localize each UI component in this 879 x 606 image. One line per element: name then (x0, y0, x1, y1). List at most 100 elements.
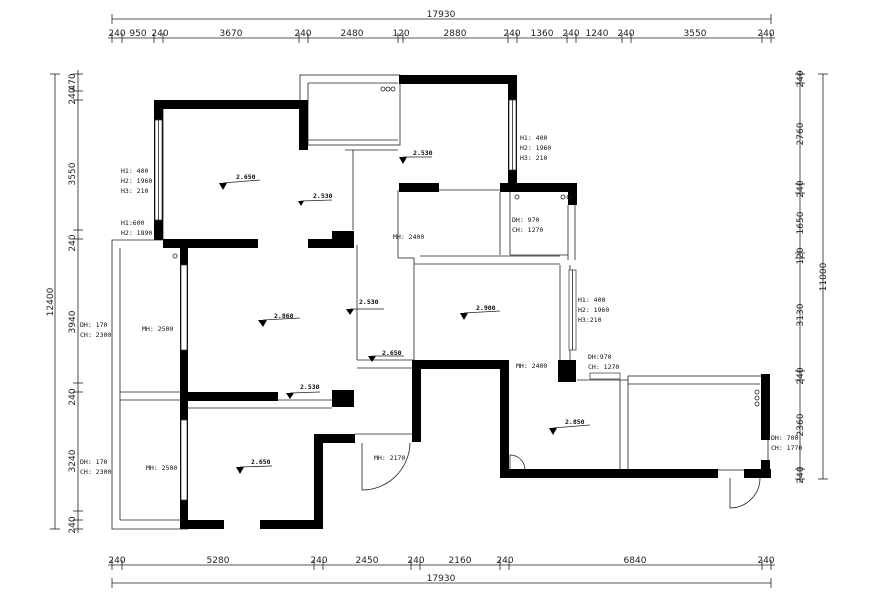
level-marker: 2.530 (399, 149, 433, 164)
right-dim-2: 2760 (796, 122, 806, 145)
note-ch: CH: 2300 (80, 331, 111, 339)
right-dim-4: 1650 (796, 211, 806, 234)
top-dim-14: 3550 (684, 29, 707, 39)
fixture-circles (172, 86, 760, 407)
bottom-dim-6: 2160 (449, 556, 472, 566)
top-dim-5: 240 (294, 29, 311, 39)
bottom-dim-9: 240 (757, 556, 774, 566)
doors (361, 442, 761, 509)
level-label: 2.650 (236, 173, 256, 181)
level-marker: 2.850 (549, 418, 591, 435)
note-mh: MH: 2170 (374, 454, 405, 462)
bottom-dim-7: 240 (496, 556, 513, 566)
level-label: 2.650 (251, 458, 271, 466)
level-label: 2.650 (382, 349, 402, 357)
bottom-dimension-chain: 240 5280 240 2450 240 2160 240 6840 240 … (108, 556, 775, 588)
right-dim-7: 240 (796, 367, 806, 384)
bottom-total-dimension: 17930 (427, 574, 456, 584)
top-dim-6: 2480 (341, 29, 364, 39)
right-total-dimension: 11000 (819, 262, 829, 291)
bottom-dim-8: 6840 (624, 556, 647, 566)
right-dim-3: 240 (796, 180, 806, 197)
right-dim-1: 240 (796, 70, 806, 87)
thick-walls (154, 75, 771, 529)
note-mh: MH: 2400 (516, 362, 547, 370)
top-dim-7: 120 (392, 29, 409, 39)
bottom-dim-2: 5280 (207, 556, 230, 566)
top-dim-15: 240 (757, 29, 774, 39)
note-h1: H1: 400 (520, 134, 547, 142)
right-dim-6: 3130 (796, 303, 806, 326)
right-dim-8: 2360 (796, 413, 806, 436)
annotation-notes: H1: 400 H2: 1960 H3: 210 H1:600 H2: 1890… (80, 134, 802, 476)
top-dim-11: 240 (562, 29, 579, 39)
top-dim-9: 240 (503, 29, 520, 39)
note-dh: DH:970 (588, 353, 612, 361)
top-dim-2: 950 (129, 29, 146, 39)
left-dim-7: 3240 (68, 449, 78, 472)
level-label: 2.900 (476, 304, 496, 312)
level-markers: 2.650 2.530 2.530 2.860 2.530 2.650 2.53… (219, 149, 591, 474)
level-marker: 2.860 (258, 312, 301, 327)
level-marker: 2.530 (346, 298, 384, 315)
top-dim-10: 1360 (531, 29, 554, 39)
level-marker: 2.900 (460, 304, 501, 320)
level-marker: 2.650 (368, 349, 404, 362)
top-dim-4: 3670 (220, 29, 243, 39)
note-mh: MH: 2500 (142, 325, 173, 333)
level-marker: 2.530 (286, 383, 321, 399)
thin-wall-outlines (111, 74, 769, 530)
level-label: 2.850 (565, 418, 585, 426)
note-dh: DH: 170 (80, 458, 107, 466)
top-total-dimension: 17930 (427, 10, 456, 20)
left-total-dimension: 12400 (46, 287, 56, 316)
left-dim-1: 470 (68, 73, 78, 90)
top-dim-13: 240 (617, 29, 634, 39)
note-h2: H2: 1960 (578, 306, 609, 314)
note-h3: H3: 210 (121, 187, 148, 195)
level-marker: 2.650 (236, 458, 273, 474)
level-label: 2.860 (274, 312, 294, 320)
level-marker: 2.530 (298, 192, 333, 206)
note-h2: H2: 1960 (121, 177, 152, 185)
bottom-dim-5: 240 (407, 556, 424, 566)
note-ch: CH: 1270 (588, 363, 619, 371)
note-h2: H2: 1960 (520, 144, 551, 152)
level-label: 2.530 (300, 383, 320, 391)
right-dimension-chain: 240 2760 240 1650 120 3130 240 2360 240 … (795, 70, 829, 484)
top-dim-8: 2880 (444, 29, 467, 39)
note-h1: H1: 400 (121, 167, 148, 175)
top-dimension-chain: 17930 240 950 240 3670 240 2480 120 2880… (108, 10, 775, 43)
left-dim-3: 3550 (68, 162, 78, 185)
right-dim-5: 120 (796, 247, 806, 264)
left-dim-5: 3940 (68, 310, 78, 333)
level-label: 2.530 (359, 298, 379, 306)
note-ch: CH: 2300 (80, 468, 111, 476)
note-h3: H3:210 (578, 316, 602, 324)
note-dh: DH: 970 (512, 216, 539, 224)
bottom-dim-4: 2450 (356, 556, 379, 566)
bottom-dim-3: 240 (310, 556, 327, 566)
top-dim-12: 1240 (586, 29, 609, 39)
level-label: 2.530 (313, 192, 333, 200)
left-dim-2: 240 (68, 87, 78, 104)
top-dim-1: 240 (108, 29, 125, 39)
bottom-dim-1: 240 (108, 556, 125, 566)
note-h3: H3: 210 (520, 154, 547, 162)
right-dim-9: 240 (796, 466, 806, 483)
note-h1: H1:600 (121, 219, 145, 227)
left-dimension-chain: 12400 470 240 3550 240 3940 240 3240 240 (46, 70, 83, 534)
left-dim-8: 240 (68, 516, 78, 533)
note-h2: H2: 1890 (121, 229, 152, 237)
note-ch: CH: 1270 (512, 226, 543, 234)
note-mh: MH: 2500 (146, 464, 177, 472)
note-mh: MH: 2400 (393, 233, 424, 241)
note-dh: DH: 700 (771, 434, 798, 442)
left-dim-4: 240 (68, 234, 78, 251)
left-dim-6: 240 (68, 388, 78, 405)
note-ch: CH: 1770 (771, 444, 802, 452)
note-h1: H1: 400 (578, 296, 605, 304)
top-dim-3: 240 (151, 29, 168, 39)
windows (154, 99, 621, 501)
